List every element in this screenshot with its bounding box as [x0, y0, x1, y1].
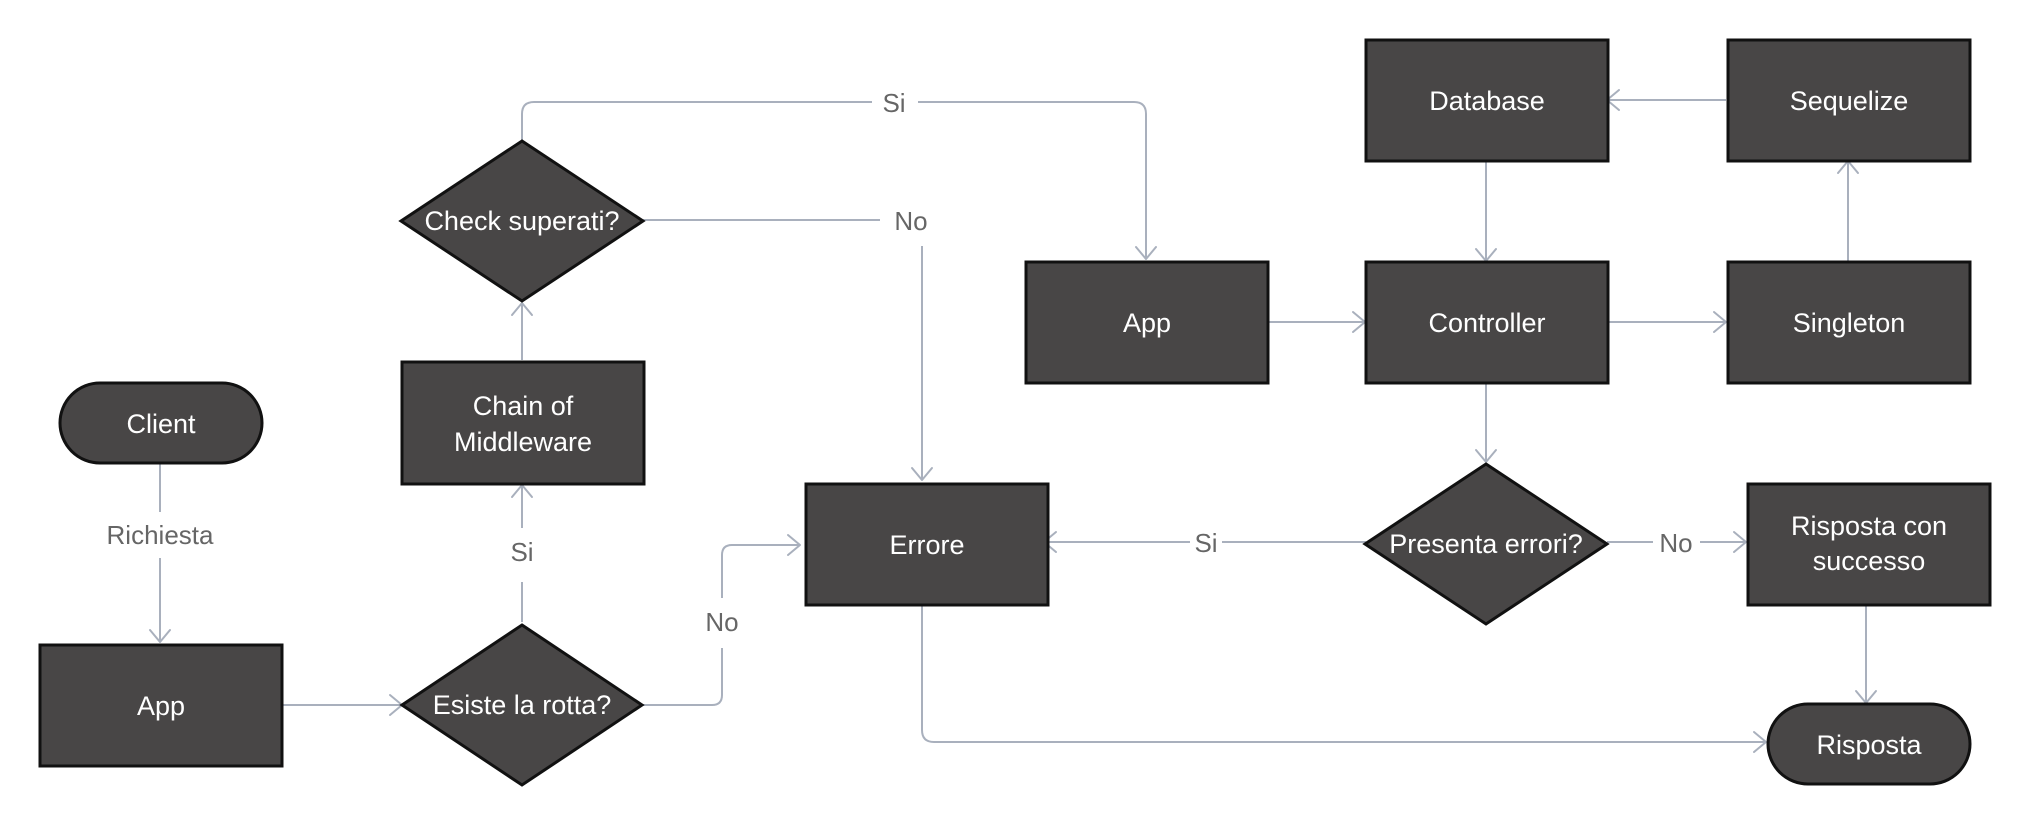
- edge-label-si-rotta: Si: [510, 537, 533, 567]
- arrowhead: [1753, 731, 1767, 753]
- arrowhead: [511, 302, 533, 316]
- node-app-left: App: [38, 643, 284, 768]
- node-check-superati: Check superati?: [398, 139, 646, 303]
- edge-label-si-errori: Si: [1194, 528, 1217, 558]
- edge-check-errore: [643, 219, 923, 480]
- node-client: Client: [58, 381, 264, 465]
- node-chain-middleware: Chain of Middleware: [400, 360, 646, 486]
- decision-shape: [398, 139, 646, 303]
- node-label: Client: [126, 409, 196, 439]
- process-shape: [1726, 38, 1972, 163]
- decision-shape: [399, 623, 645, 787]
- node-database: Database: [1364, 38, 1610, 163]
- nodes: Client App Esiste la rotta? Chain of Mid…: [38, 38, 1992, 787]
- edges: [149, 89, 1877, 753]
- node-sequelize: Sequelize: [1726, 38, 1972, 163]
- edge-label-no-rotta: No: [705, 607, 738, 637]
- process-shape: [38, 643, 284, 768]
- node-label: Errore: [889, 530, 964, 560]
- terminal-shape: [1766, 702, 1972, 786]
- node-risposta-successo: Risposta con successo: [1746, 482, 1992, 607]
- node-label-line2: Middleware: [454, 427, 592, 457]
- arrowhead: [149, 629, 171, 643]
- node-label: Risposta: [1816, 730, 1922, 760]
- arrowhead: [1713, 311, 1727, 333]
- node-label: App: [1123, 308, 1171, 338]
- node-label: Database: [1429, 86, 1545, 116]
- arrowhead: [1135, 246, 1157, 260]
- node-label-line1: Risposta con: [1791, 511, 1947, 541]
- process-shape: [1746, 482, 1992, 607]
- node-label: App: [137, 691, 185, 721]
- node-presenta-errori: Presenta errori?: [1362, 462, 1610, 626]
- edge-label-richiesta: Richiesta: [107, 520, 214, 550]
- node-label: Controller: [1428, 308, 1545, 338]
- node-label-line2: successo: [1813, 546, 1926, 576]
- edge-label-no-errori: No: [1659, 528, 1692, 558]
- node-esiste-rotta: Esiste la rotta?: [399, 623, 645, 787]
- node-label-line1: Chain of: [473, 391, 574, 421]
- edge-check-app: [521, 101, 1147, 259]
- edge-esiste-errore: [642, 544, 800, 706]
- arrowhead: [1475, 449, 1497, 463]
- node-label: Check superati?: [424, 206, 619, 236]
- edge-label-si-check: Si: [882, 88, 905, 118]
- node-errore: Errore: [804, 482, 1050, 607]
- node-app-middle: App: [1024, 260, 1270, 385]
- edge-labels: Richiesta Si No Si No Si No: [107, 88, 1693, 637]
- arrowhead: [1733, 531, 1747, 553]
- process-shape: [804, 482, 1050, 607]
- terminal-shape: [58, 381, 264, 465]
- process-shape: [400, 360, 646, 486]
- decision-shape: [1362, 462, 1610, 626]
- node-risposta: Risposta: [1766, 702, 1972, 786]
- node-label: Sequelize: [1790, 86, 1909, 116]
- arrowhead: [911, 467, 933, 481]
- process-shape: [1726, 260, 1972, 385]
- node-label: Singleton: [1793, 308, 1906, 338]
- process-shape: [1364, 38, 1610, 163]
- process-shape: [1364, 260, 1610, 385]
- node-singleton: Singleton: [1726, 260, 1972, 385]
- edge-label-no-check: No: [894, 206, 927, 236]
- edge-errore-risposta: [921, 604, 1766, 743]
- process-shape: [1024, 260, 1270, 385]
- node-controller: Controller: [1364, 260, 1610, 385]
- arrowhead: [787, 534, 801, 556]
- node-label: Presenta errori?: [1389, 529, 1583, 559]
- node-label: Esiste la rotta?: [433, 690, 612, 720]
